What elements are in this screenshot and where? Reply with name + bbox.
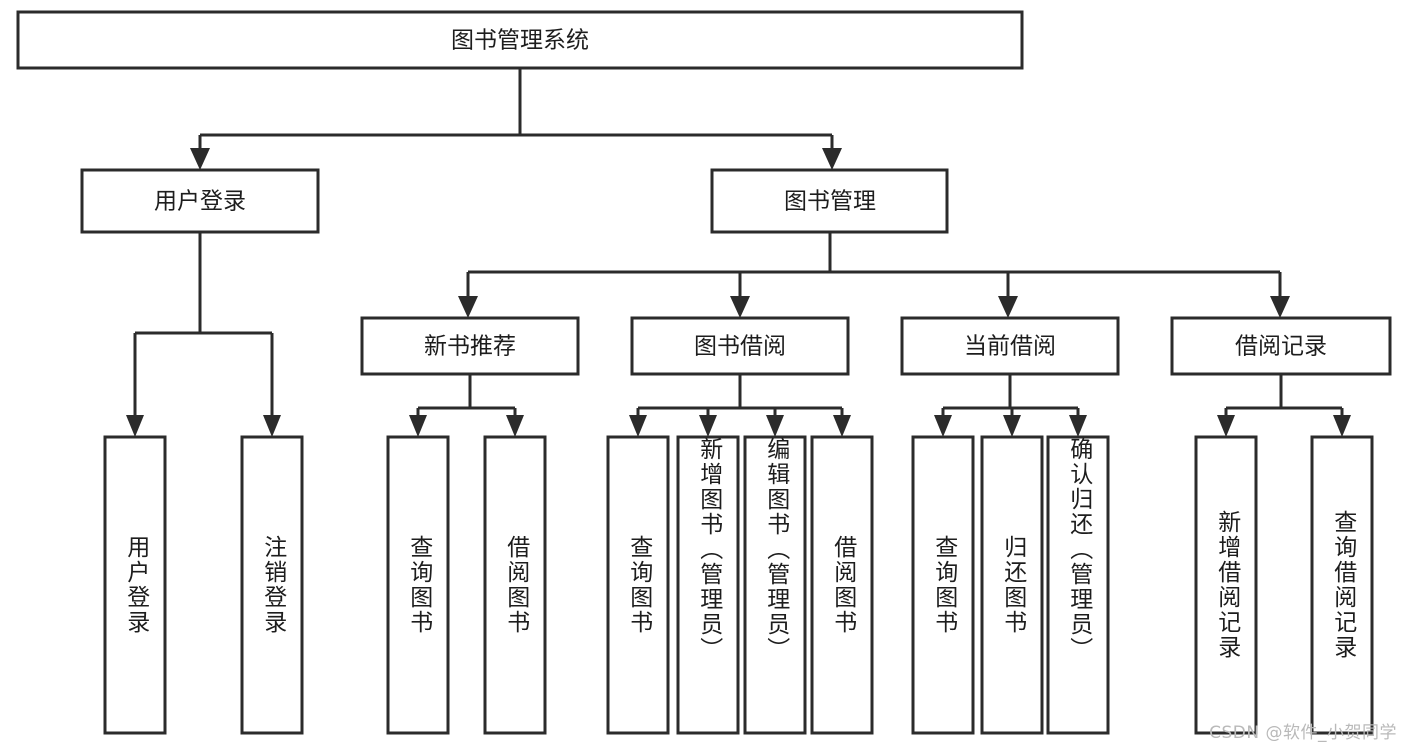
arrow-head-icon: [934, 415, 952, 437]
node-leaf-query-borrow-record[interactable]: [1310, 435, 1374, 735]
arrow-head-icon: [458, 296, 478, 318]
node-book-borrow[interactable]: [630, 316, 850, 376]
connector-currentborrow-to-leaves: [934, 374, 1087, 437]
connector-root-to-level1: [190, 68, 842, 170]
node-book-borrow-label: 图书借阅: [694, 334, 786, 360]
node-current-borrow-label: 当前借阅: [964, 334, 1056, 360]
arrow-head-icon: [506, 415, 524, 437]
node-leaf-borrow-book-recommend[interactable]: [483, 435, 547, 735]
node-leaf-edit-book-admin[interactable]: [743, 435, 807, 735]
node-borrow-record-label: 借阅记录: [1235, 334, 1327, 360]
node-borrow-record[interactable]: [1170, 316, 1392, 376]
connector-newbook-to-leaves: [409, 374, 524, 437]
node-leaf-query-book-recommend[interactable]: [386, 435, 450, 735]
node-root-system[interactable]: [16, 10, 1024, 70]
arrow-head-icon: [699, 415, 717, 437]
node-new-book-recommend-label: 新书推荐: [424, 334, 516, 360]
node-book-management[interactable]: [710, 168, 949, 234]
arrow-head-icon: [263, 415, 281, 437]
node-leaf-add-book-admin[interactable]: [676, 435, 740, 735]
arrow-head-icon: [1069, 415, 1087, 437]
arrow-head-icon: [1217, 415, 1235, 437]
node-leaf-return-book[interactable]: [980, 435, 1044, 735]
arrow-head-icon: [822, 148, 842, 170]
connector-userlogin-to-leaves: [126, 232, 281, 437]
node-user-login-label: 用户登录: [154, 189, 246, 215]
arrow-head-icon: [833, 415, 851, 437]
node-leaf-borrow-book[interactable]: [810, 435, 874, 735]
node-leaf-add-borrow-record[interactable]: [1194, 435, 1258, 735]
node-user-login[interactable]: [80, 168, 320, 234]
arrow-head-icon: [730, 296, 750, 318]
arrow-head-icon: [126, 415, 144, 437]
node-book-management-label: 图书管理: [784, 189, 876, 215]
node-leaf-query-book-borrow[interactable]: [606, 435, 670, 735]
node-leaf-confirm-return-admin[interactable]: [1046, 435, 1110, 735]
connector-borrowrecord-to-leaves: [1217, 374, 1351, 437]
csdn-watermark: CSDN @软件_小贺同学: [1209, 723, 1397, 743]
connector-bookmgmt-to-level2: [458, 232, 1290, 318]
node-root-system-label: 图书管理系统: [451, 28, 589, 54]
node-boxes: 图书管理系统 用户登录 图书管理 新书推荐 图书借阅 当前借阅 借阅记录: [16, 10, 1392, 735]
arrow-head-icon: [629, 415, 647, 437]
arrow-head-icon: [1003, 415, 1021, 437]
node-new-book-recommend[interactable]: [360, 316, 580, 376]
arrow-head-icon: [190, 148, 210, 170]
node-current-borrow[interactable]: [900, 316, 1120, 376]
arrow-head-icon: [1270, 296, 1290, 318]
node-leaf-user-login[interactable]: [103, 435, 167, 735]
node-leaf-logout-login[interactable]: [240, 435, 304, 735]
connector-bookborrow-to-leaves: [629, 374, 851, 437]
arrow-head-icon: [766, 415, 784, 437]
arrow-head-icon: [998, 296, 1018, 318]
arrow-head-icon: [1333, 415, 1351, 437]
arrow-head-icon: [409, 415, 427, 437]
node-leaf-query-book-current[interactable]: [911, 435, 975, 735]
